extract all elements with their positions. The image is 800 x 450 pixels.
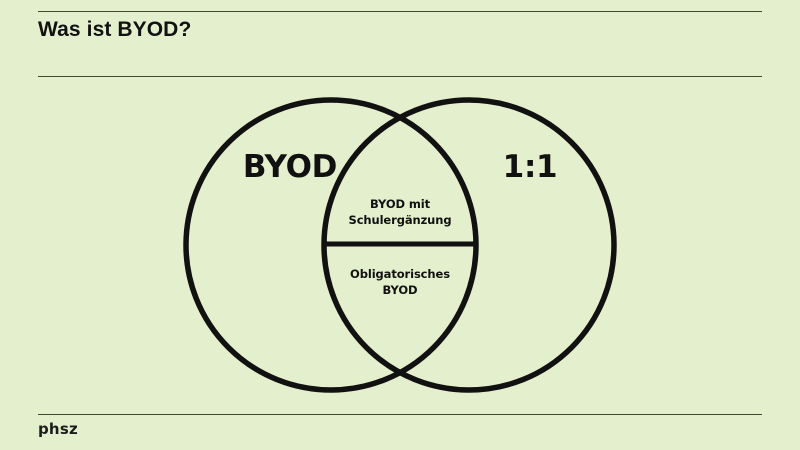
page-title: Was ist BYOD? — [38, 18, 192, 41]
venn-overlap-bottom: Obligatorisches BYOD — [320, 267, 480, 298]
venn-label-left: BYOD — [242, 149, 338, 185]
venn-overlap-bottom-line1: Obligatorisches — [350, 267, 450, 281]
venn-label-right: 1:1 — [502, 149, 558, 185]
venn-overlap-top-line2: Schulergänzung — [348, 212, 452, 227]
header-rule-top — [38, 11, 762, 12]
venn-overlap-top: BYOD mit Schulergänzung — [320, 197, 480, 228]
footer-rule — [38, 414, 762, 415]
venn-overlap-bottom-line2: BYOD — [382, 282, 418, 297]
header-rule-bottom — [38, 76, 762, 77]
footer-brand-logo: phsz — [38, 420, 78, 438]
venn-overlap-top-line1: BYOD mit — [369, 197, 430, 211]
